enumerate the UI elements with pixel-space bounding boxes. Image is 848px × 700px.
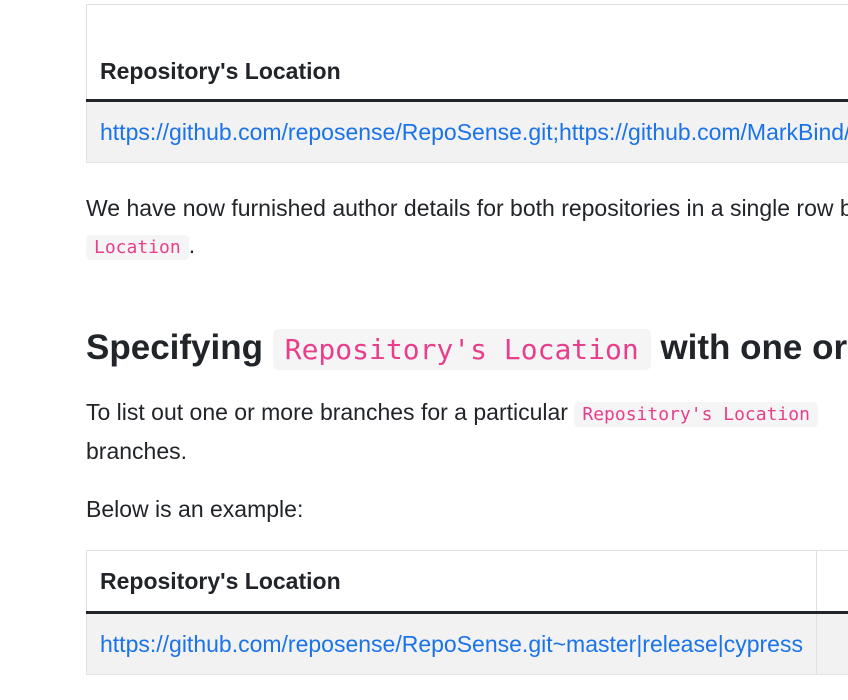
paragraph-punctuation: .	[188, 232, 196, 258]
repo-location-table-1: Repository's Location https://github.com…	[86, 4, 848, 163]
table-row: https://github.com/reposense/RepoSense.g…	[86, 612, 848, 675]
table-header-empty	[815, 550, 848, 614]
paragraph-author-details: We have now furnished author details for…	[86, 190, 848, 266]
paragraph-line-2: branches.	[86, 438, 188, 464]
paragraph-line-1: We have now furnished author details for…	[86, 195, 848, 221]
heading-text-before: Specifying	[86, 328, 273, 367]
repo-location-branches-link[interactable]: https://github.com/reposense/RepoSense.g…	[100, 630, 803, 657]
section-heading: Specifying Repository's Location with on…	[86, 318, 848, 380]
table-header-repo-location: Repository's Location	[86, 550, 817, 614]
inline-code-repo-location: Repository's Location	[574, 402, 818, 427]
table-header-row: Repository's Location	[86, 550, 848, 614]
paragraph-line-1: To list out one or more branches for a p…	[86, 394, 818, 433]
table-header-repo-location: Repository's Location	[86, 4, 848, 102]
inline-code-location: Location	[86, 235, 189, 260]
paragraph-line-2: Location.	[86, 227, 848, 266]
heading-text-after: with one or more branches	[660, 328, 848, 367]
repo-location-table-2: Repository's Location https://github.com…	[86, 550, 848, 675]
table-header-row: Repository's Location	[86, 4, 848, 102]
table-cell: https://github.com/reposense/RepoSense.g…	[86, 100, 848, 163]
table-cell-empty	[815, 612, 848, 675]
paragraph-text: To list out one or more branches for a p…	[86, 399, 575, 425]
heading-inline-code: Repository's Location	[272, 329, 651, 370]
table-cell: https://github.com/reposense/RepoSense.g…	[86, 612, 817, 675]
repo-location-link[interactable]: https://github.com/reposense/RepoSense.g…	[100, 118, 848, 145]
paragraph-example-intro: Below is an example:	[86, 496, 304, 522]
table-row: https://github.com/reposense/RepoSense.g…	[86, 100, 848, 163]
paragraph-branches: To list out one or more branches for a p…	[86, 394, 818, 470]
